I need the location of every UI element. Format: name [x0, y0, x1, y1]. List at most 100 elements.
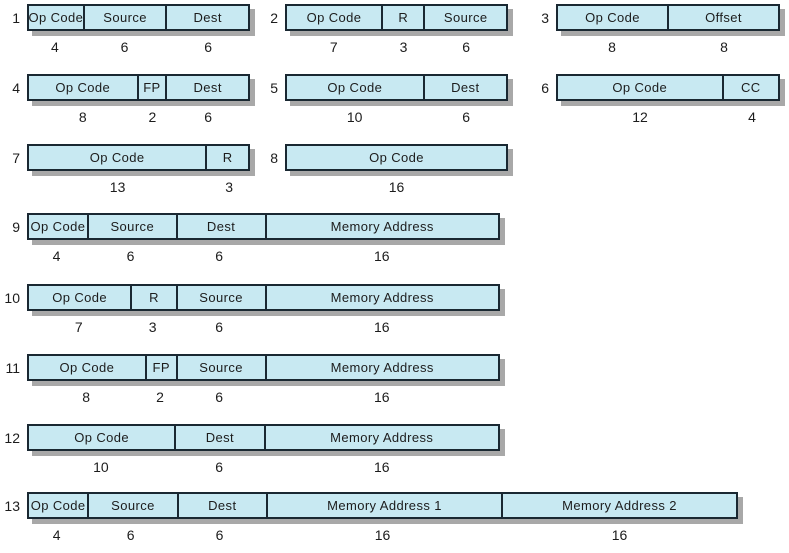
format-box: Op Code CC — [556, 74, 780, 101]
bit-width-label: 6 — [120, 39, 129, 55]
bit-width-label: 4 — [748, 109, 756, 125]
bit-width-label: 12 — [632, 109, 648, 125]
field-label: Dest — [193, 10, 222, 25]
field-label: Op Code — [612, 80, 668, 95]
bit-width-label: 4 — [52, 248, 61, 264]
field-cell: Memory Address — [264, 286, 499, 309]
bit-width-label: 6 — [204, 109, 213, 125]
field-label: Op Code — [59, 360, 115, 375]
field-label: Dest — [205, 430, 235, 445]
field-cell: Memory Address 1 — [266, 494, 501, 517]
bit-width-label: 3 — [148, 319, 157, 335]
field-label: Op Code — [55, 80, 111, 95]
format-6: 6 Op Code CC 12 4 — [541, 74, 780, 125]
field-label: Source — [110, 219, 155, 234]
field-cell: Op Code — [558, 6, 667, 29]
format-number-label: 9 — [12, 218, 20, 235]
bit-width-label: 4 — [50, 39, 59, 55]
field-cell: Op Code — [287, 76, 423, 99]
bit-width-label: 10 — [346, 109, 363, 125]
field-cell: R — [381, 6, 423, 29]
field-label: Memory Address — [330, 290, 434, 305]
field-cell: Offset — [667, 6, 778, 29]
field-label: Source — [111, 498, 155, 513]
bit-width-label: 3 — [225, 179, 233, 195]
field-label: Dest — [451, 80, 480, 95]
bit-width-label: 8 — [720, 39, 728, 55]
format-box: Op Code Offset — [556, 4, 780, 31]
bit-width-label: 16 — [373, 319, 390, 335]
bit-width-label: 6 — [462, 39, 471, 55]
bit-width-label: 6 — [215, 459, 224, 475]
bit-width-label: 2 — [148, 109, 157, 125]
bit-width-label: 8 — [78, 109, 87, 125]
field-label: CC — [740, 80, 761, 95]
bit-width-label: 6 — [462, 109, 471, 125]
field-cell: Memory Address — [264, 356, 499, 379]
field-cell: Op Code — [29, 6, 83, 29]
field-label: Op Code — [585, 10, 640, 25]
bit-width-label: 6 — [126, 248, 135, 264]
field-cell: Dest — [165, 6, 248, 29]
field-cell: Op Code — [287, 6, 381, 29]
field-label: Op Code — [89, 150, 145, 165]
field-cell: R — [205, 146, 248, 169]
format-number-label: 6 — [541, 79, 549, 96]
field-label: FP — [152, 360, 170, 375]
format-number-label: 2 — [270, 9, 278, 26]
field-label: Source — [199, 290, 243, 305]
field-cell: FP — [144, 356, 176, 379]
field-cell: Op Code — [29, 494, 87, 517]
field-cell: Op Code — [29, 215, 87, 238]
field-label: FP — [143, 80, 161, 95]
field-cell: Op Code — [558, 76, 722, 99]
field-label: Op Code — [52, 290, 108, 305]
field-cell: Source — [82, 6, 166, 29]
field-cell: FP — [136, 76, 166, 99]
bit-width-label: 6 — [215, 527, 224, 543]
field-label: Memory Address — [330, 219, 434, 234]
format-number-label: 4 — [12, 79, 20, 96]
format-box: Op Code FP Dest — [27, 74, 250, 101]
bit-widths-row: 13 3 — [27, 179, 250, 195]
bit-width-label: 6 — [215, 389, 224, 405]
field-cell: Dest — [422, 76, 506, 99]
field-label: Op Code — [30, 498, 86, 513]
field-label: Op Code — [327, 80, 383, 95]
bit-width-label: 16 — [373, 459, 390, 475]
bit-width-label: 16 — [388, 179, 405, 195]
format-number-label: 11 — [5, 359, 20, 376]
format-number-label: 1 — [12, 9, 20, 26]
field-cell: Dest — [165, 76, 248, 99]
bit-width-label: 8 — [608, 39, 616, 55]
bit-width-label: 13 — [109, 179, 126, 195]
field-label: Op Code — [30, 219, 86, 234]
field-cell: Op Code — [29, 76, 137, 99]
field-label: Offset — [705, 10, 742, 25]
bit-widths-row: 10 6 — [285, 109, 508, 125]
bit-width-label: 16 — [611, 527, 628, 543]
field-cell: Source — [175, 356, 265, 379]
field-label: Dest — [193, 80, 222, 95]
format-number-label: 3 — [541, 9, 549, 26]
bit-widths-row: 16 — [285, 179, 508, 195]
field-cell: Dest — [176, 494, 266, 517]
